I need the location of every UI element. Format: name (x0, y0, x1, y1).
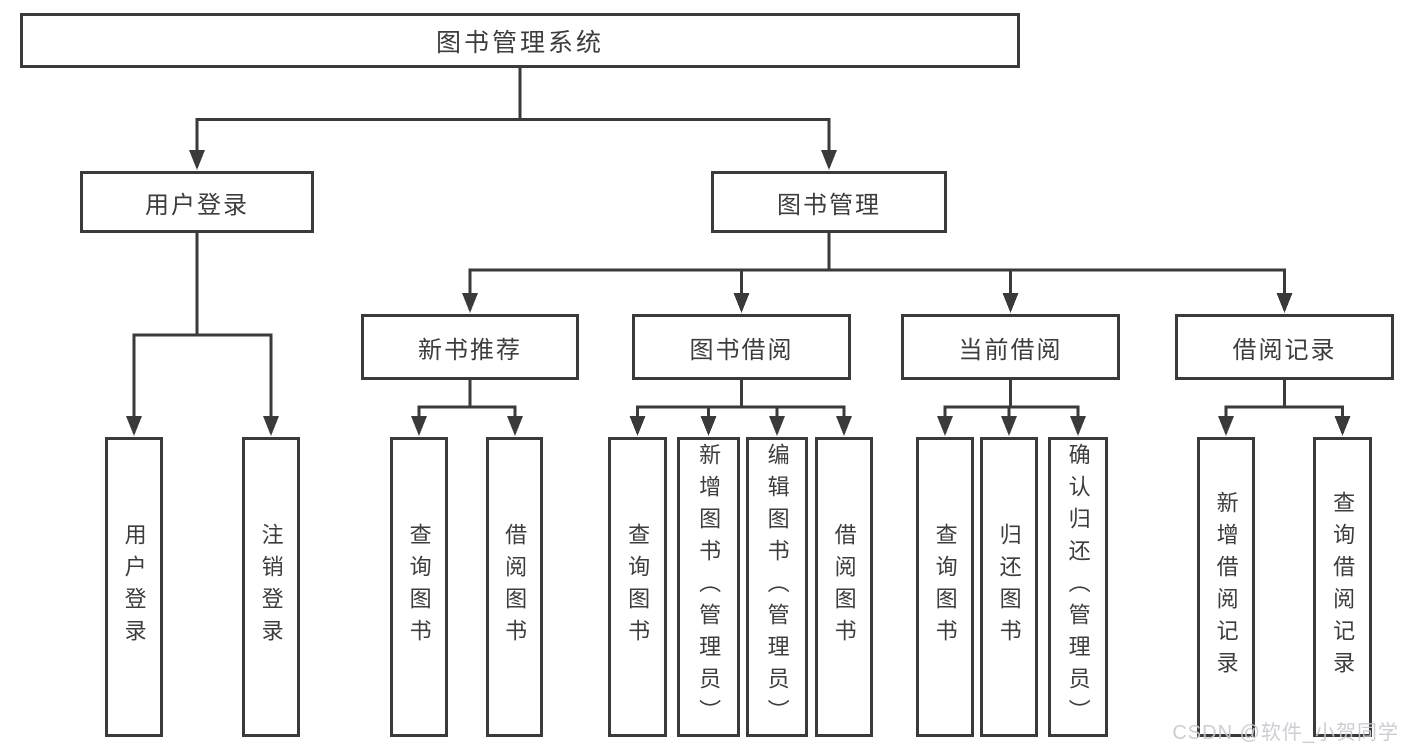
leaf-label: 查询图书 (625, 523, 651, 651)
leaf-label: 新增借阅记录 (1213, 491, 1239, 683)
node-borrowing-records: 借阅记录 (1175, 314, 1394, 380)
node-label: 图书管理 (777, 191, 881, 219)
arrowheads (126, 150, 1351, 436)
node-label: 图书管理系统 (435, 28, 604, 57)
leaf-label: 新增图书（管理员） (696, 443, 722, 731)
node-label: 图书借阅 (689, 336, 794, 364)
node-label: 当前借阅 (958, 336, 1063, 364)
leaf-borrow-books-recommendation: 借阅图书 (486, 437, 543, 737)
leaf-query-books-recommendation: 查询图书 (390, 437, 448, 737)
leaf-label: 归还图书 (996, 523, 1022, 651)
leaf-label: 编辑图书（管理员） (764, 443, 790, 731)
node-new-book-recommendation: 新书推荐 (361, 314, 579, 380)
node-book-borrowing: 图书借阅 (632, 314, 851, 380)
leaf-add-books-admin: 新增图书（管理员） (677, 437, 740, 737)
node-label: 用户登录 (145, 191, 249, 219)
leaf-label: 注销登录 (258, 523, 284, 651)
leaf-query-books-current: 查询图书 (916, 437, 974, 737)
leaf-query-borrowing-record: 查询借阅记录 (1313, 437, 1372, 737)
node-user-login: 用户登录 (80, 171, 314, 233)
leaf-edit-books-admin: 编辑图书（管理员） (746, 437, 808, 737)
csdn-watermark: CSDN @软件_小贺同学 (1172, 722, 1399, 744)
leaf-label: 确认归还（管理员） (1065, 443, 1091, 731)
leaf-borrow-books: 借阅图书 (815, 437, 873, 737)
leaf-label: 查询图书 (406, 523, 432, 651)
leaf-label: 用户登录 (121, 523, 147, 651)
leaf-label: 查询图书 (932, 523, 958, 651)
leaf-label: 借阅图书 (502, 523, 528, 651)
node-library-management-system: 图书管理系统 (20, 13, 1020, 68)
leaf-label: 借阅图书 (831, 523, 857, 651)
node-current-borrowing: 当前借阅 (901, 314, 1120, 380)
node-book-management: 图书管理 (711, 171, 947, 233)
leaf-confirm-return-admin: 确认归还（管理员） (1048, 437, 1108, 737)
node-label: 借阅记录 (1232, 336, 1337, 364)
leaf-return-books: 归还图书 (980, 437, 1038, 737)
leaf-add-borrowing-record: 新增借阅记录 (1197, 437, 1255, 737)
leaf-label: 查询借阅记录 (1330, 491, 1356, 683)
leaf-logout: 注销登录 (242, 437, 300, 737)
leaf-user-login: 用户登录 (105, 437, 163, 737)
node-label: 新书推荐 (418, 336, 522, 364)
leaf-query-books-borrowing: 查询图书 (608, 437, 667, 737)
